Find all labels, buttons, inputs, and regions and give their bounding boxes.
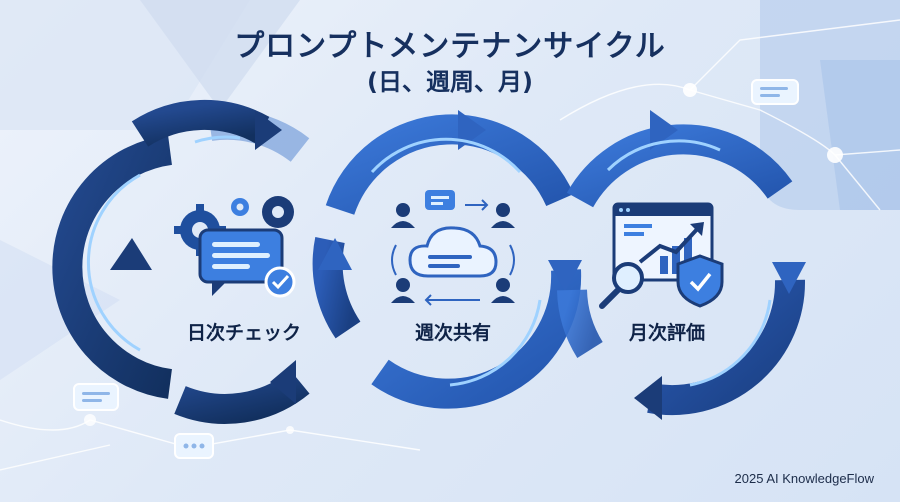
stage-label-daily: 日次チェック [186,322,301,344]
page-title: プロンプトメンテナンサイクル [234,29,666,64]
page-subtitle: (日、週周、月) [367,68,533,96]
stage-label-weekly: 週次共有 [414,322,491,344]
footer-credit: 2025 AI KnowledgeFlow [734,471,874,486]
ring-daily [52,99,310,424]
gears-chat-check-icon [174,196,296,298]
header: プロンプトメンテナンサイクル (日、週周、月) [0,28,900,98]
chart-magnifier-shield-icon [599,202,724,309]
team-cloud-share-icon [391,190,515,306]
ring-monthly [557,110,806,420]
stage-label-monthly: 月次評価 [628,322,705,344]
